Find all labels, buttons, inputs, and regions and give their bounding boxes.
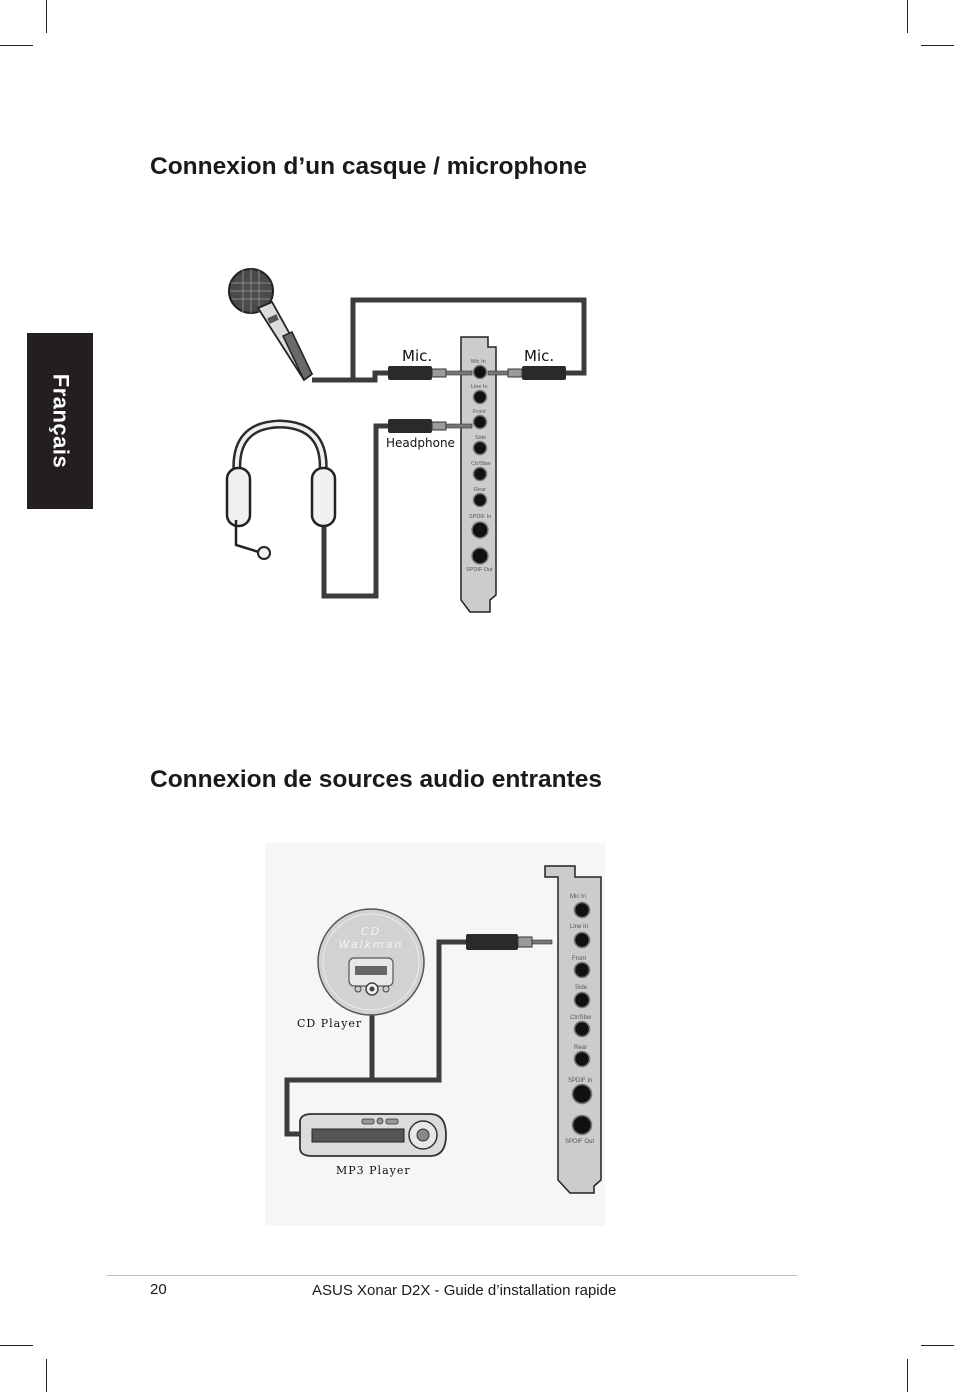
card1-port-label: Mic In (471, 359, 486, 365)
card2-port-label: Mic In (570, 894, 586, 900)
mp3-player-icon (299, 1113, 447, 1157)
headphones-icon (225, 419, 337, 560)
walkman-text-walkman: Walkman (339, 938, 404, 951)
crop-mark (46, 0, 47, 33)
microphone-icon (228, 268, 314, 382)
card1-port-label: Rear (474, 487, 486, 493)
crop-mark (0, 1345, 33, 1346)
mic-plug-cable (353, 370, 388, 383)
card2-port-label: Side (575, 985, 588, 991)
footer-rule (107, 1275, 797, 1276)
mp3-player-label: MP3 Player (336, 1164, 411, 1177)
section-title-headset: Connexion d’un casque / microphone (150, 153, 587, 180)
mic-label-left: Mic. (402, 347, 432, 365)
card2-port-label: Rear (574, 1045, 587, 1051)
line-in-plug (466, 934, 553, 950)
mic-plug-right (487, 366, 566, 380)
cd-player-label: CD Player (297, 1017, 362, 1030)
footer-doc-title: ASUS Xonar D2X - Guide d’installation ra… (312, 1282, 617, 1299)
language-tab: Français (27, 333, 93, 509)
card2-port-label: Line In (570, 924, 588, 930)
card1-port-label: Front (473, 409, 486, 415)
crop-mark (907, 0, 908, 33)
sound-card-figure-2: Mic In Line In Front Side Ctr/Sbw Rear S… (544, 865, 602, 1194)
source-cable-main (284, 939, 466, 1137)
cd-player-icon: CD Walkman (317, 908, 425, 1016)
sound-card-figure-1: Mic In Line In Front Side Ctr/Sbw Rear S… (460, 336, 497, 613)
crop-mark (46, 1359, 47, 1392)
mic-plug-left (388, 366, 473, 380)
crop-mark (921, 45, 954, 46)
headset-connection-figure: Mic In Line In Front Side Ctr/Sbw Rear S… (225, 268, 587, 613)
card2-port-label: Front (572, 956, 586, 962)
crop-mark (907, 1359, 908, 1392)
headphone-cable (321, 423, 388, 599)
headphone-plug (388, 419, 473, 433)
headphone-label: Headphone (386, 436, 455, 450)
audio-sources-figure: CD Walkman CD Player MP3 Player (265, 843, 605, 1226)
crop-mark (0, 45, 33, 46)
card1-port-label: SPDIF Out (466, 567, 493, 573)
card1-port-label: Ctr/Sbw (471, 461, 491, 467)
card1-port-label: Side (475, 435, 486, 441)
card2-port-label: Ctr/Sbw (570, 1015, 592, 1021)
mic-label-right: Mic. (524, 347, 554, 365)
crop-mark (921, 1345, 954, 1346)
card1-port-label: SPDIF In (469, 514, 491, 520)
card2-port-label: SPDIF Out (565, 1139, 594, 1145)
walkman-text-cd: CD (361, 925, 381, 938)
mic-cable (312, 297, 587, 383)
page-number: 20 (150, 1281, 167, 1298)
card2-port-label: SPDIF In (568, 1078, 592, 1084)
section-title-audio-sources: Connexion de sources audio entrantes (150, 766, 602, 793)
card1-port-label: Line In (471, 384, 488, 390)
